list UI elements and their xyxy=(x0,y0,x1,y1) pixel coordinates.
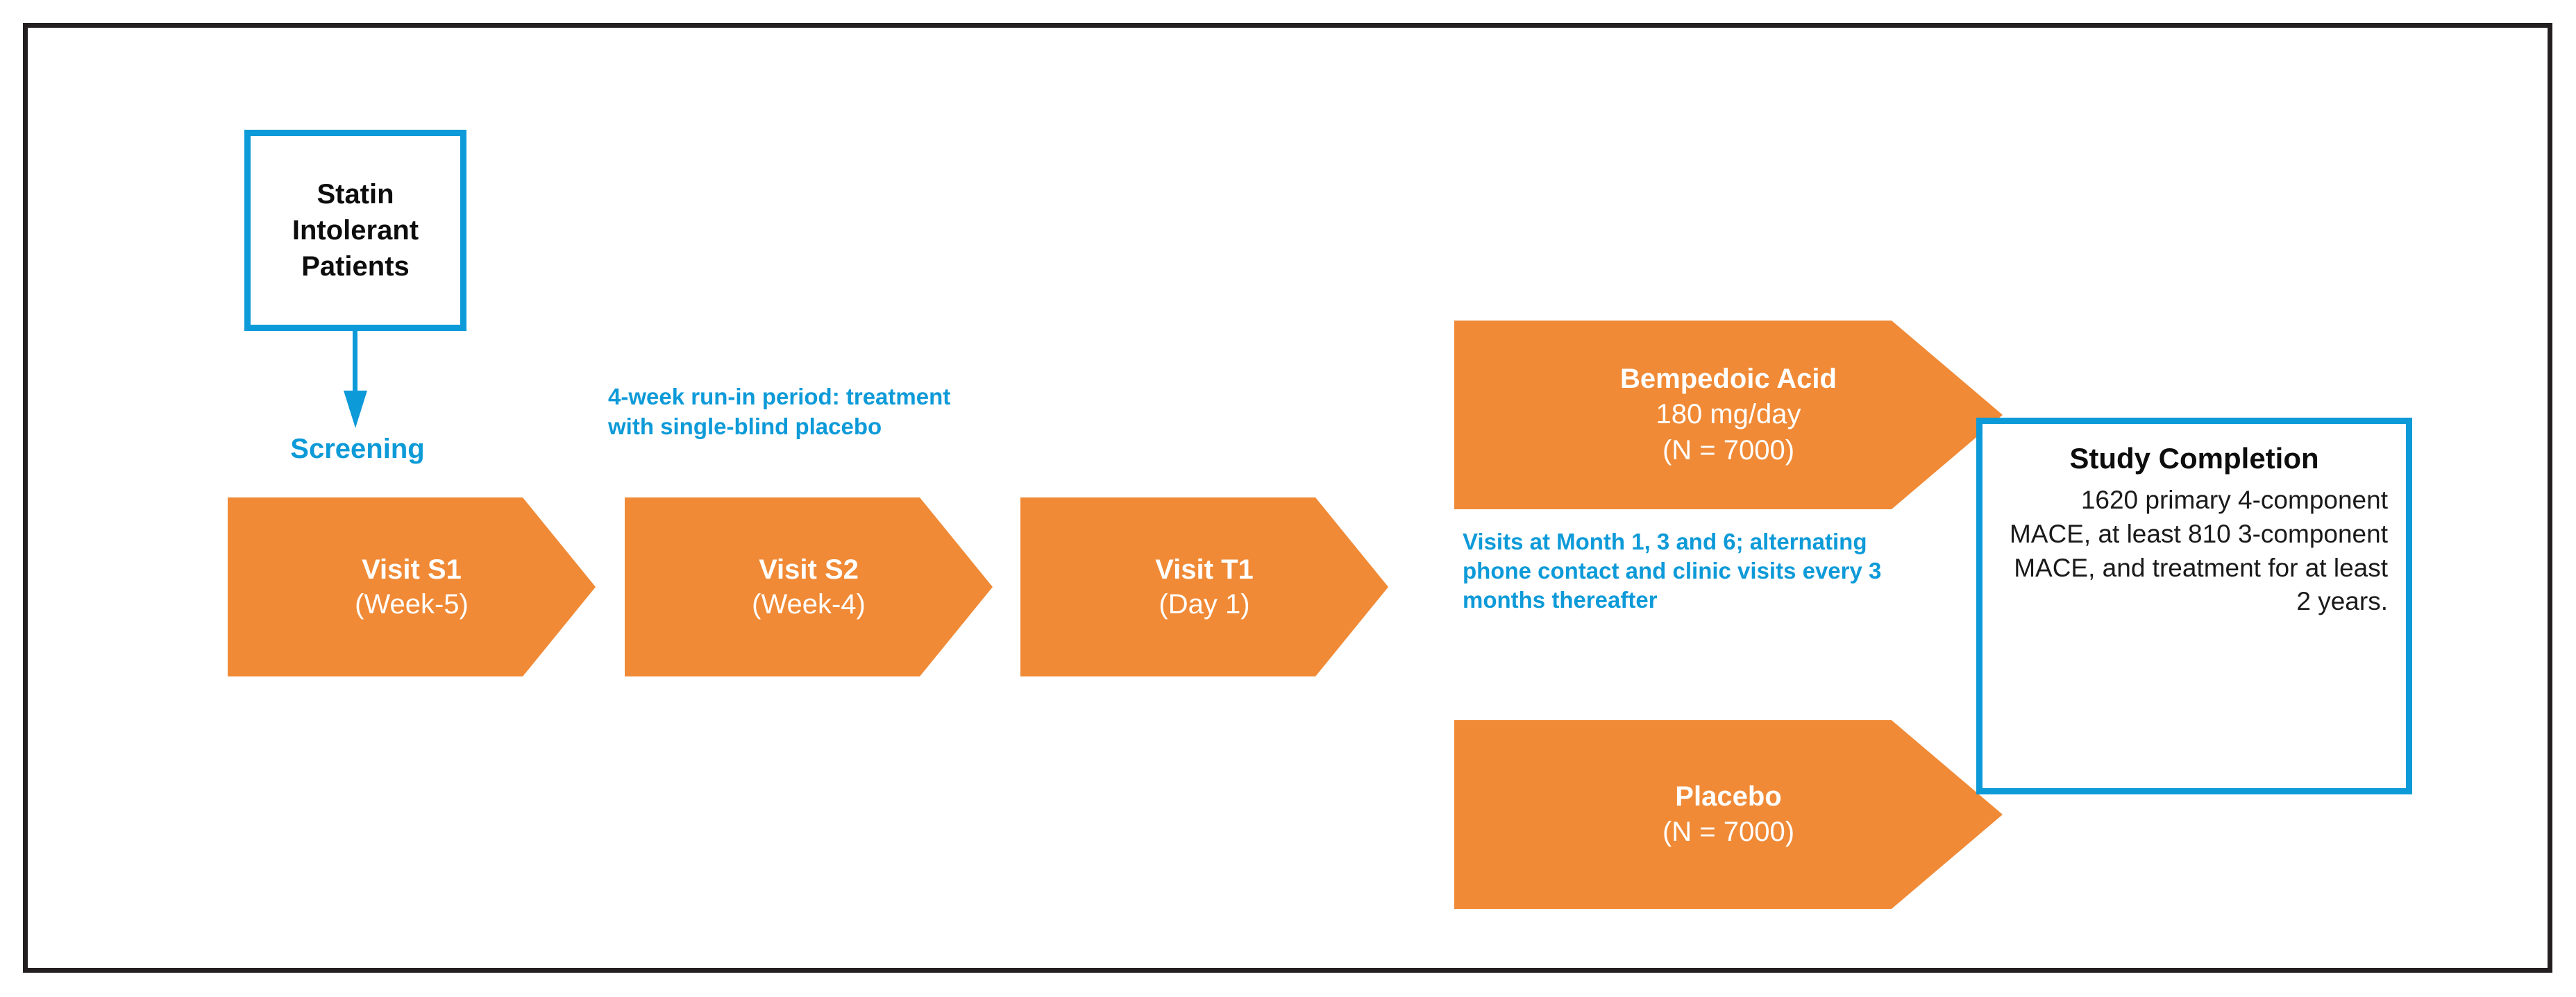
visit-s2-timing: (Week-4) xyxy=(752,589,866,620)
visit-t1-timing: (Day 1) xyxy=(1159,589,1250,620)
study-completion-body: 1620 primary 4-component MACE, at least … xyxy=(2009,486,2388,616)
diagram-frame: Statin Intolerant Patients Screening 4-w… xyxy=(23,23,2552,973)
treatment-arm-dose: 180 mg/day xyxy=(1656,399,1801,430)
visit-t1-name: Visit T1 xyxy=(1155,554,1254,585)
arrow-head xyxy=(344,391,367,428)
entry-box-line-1: Statin xyxy=(317,179,394,210)
randomization-branch: Bempedoic Acid 180 mg/day (N = 7000) Vis… xyxy=(1454,321,2003,909)
visit-step-t1: Visit T1 (Day 1) xyxy=(1020,497,1388,676)
visit-s2-name: Visit S2 xyxy=(759,554,859,585)
control-arm-n: (N = 7000) xyxy=(1662,817,1795,847)
run-in-period-note: 4-week run-in period: treatment with sin… xyxy=(608,384,951,439)
visit-step-s2: Visit S2 (Week-4) xyxy=(625,497,993,676)
study-completion-box: Study Completion 1620 primary 4-componen… xyxy=(1976,418,2412,794)
statin-intolerant-patients-box: Statin Intolerant Patients xyxy=(244,130,466,331)
treatment-arm-name: Bempedoic Acid xyxy=(1620,364,1837,395)
visit-s1-name: Visit S1 xyxy=(362,554,462,585)
visit-s1-timing: (Week-5) xyxy=(355,589,469,620)
control-arm-placebo: Placebo (N = 7000) xyxy=(1454,720,2003,909)
arrow-shaft xyxy=(353,331,357,397)
control-arm-name: Placebo xyxy=(1675,781,1782,812)
entry-box-line-3: Patients xyxy=(301,251,410,282)
treatment-arm-bempedoic-acid: Bempedoic Acid 180 mg/day (N = 7000) xyxy=(1454,321,2003,509)
study-completion-title: Study Completion xyxy=(2069,442,2319,475)
flow-diagram-canvas: Statin Intolerant Patients Screening 4-w… xyxy=(28,28,2548,968)
follow-up-visits-note: Visits at Month 1, 3 and 6; alternating … xyxy=(1454,516,1933,715)
visit-step-s1: Visit S1 (Week-5) xyxy=(228,497,596,676)
down-arrow-icon xyxy=(344,331,367,428)
screening-label: Screening xyxy=(290,434,425,464)
entry-box-line-2: Intolerant xyxy=(292,215,419,246)
treatment-arm-n: (N = 7000) xyxy=(1662,434,1795,466)
